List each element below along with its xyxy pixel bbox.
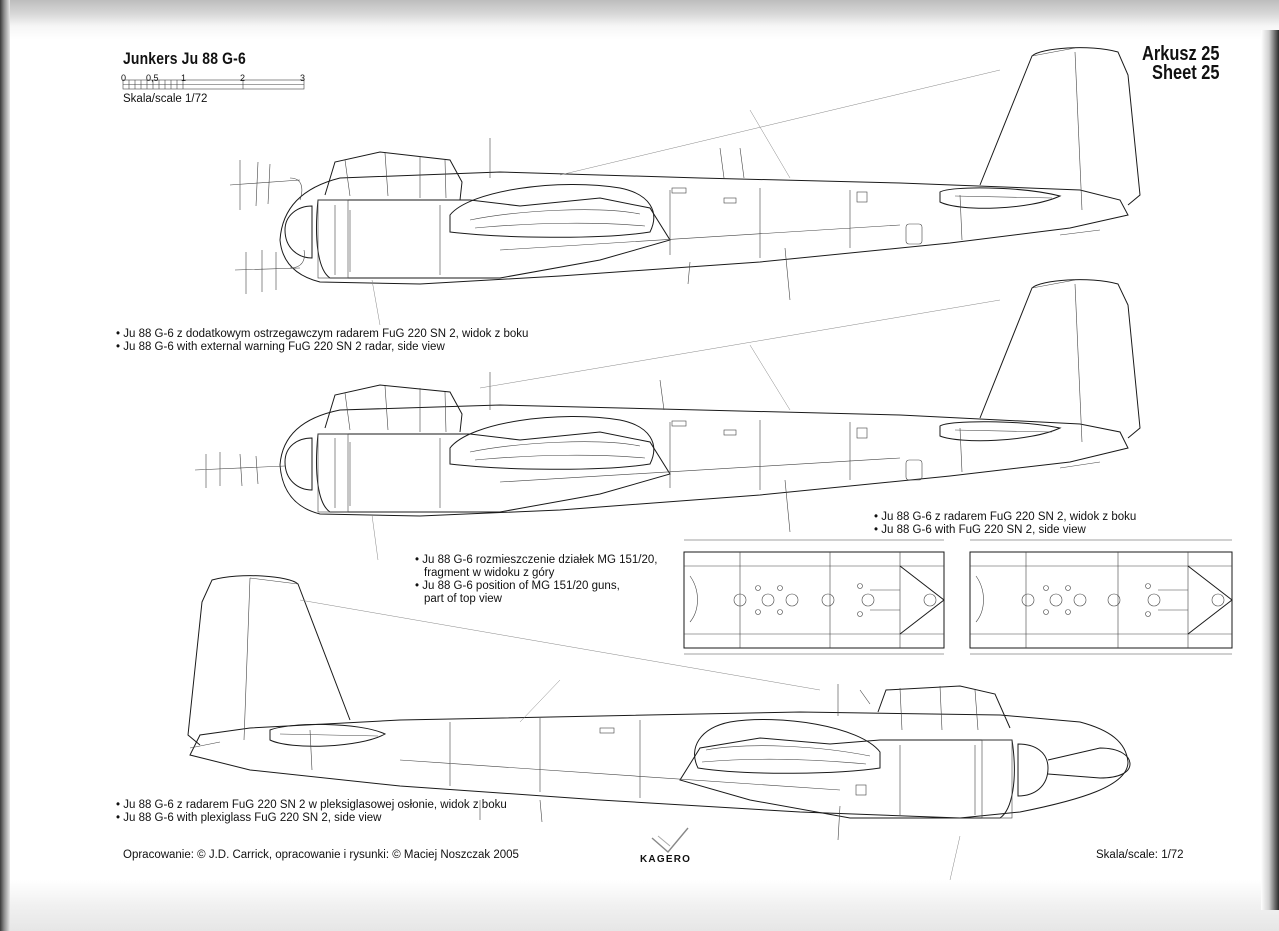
aircraft-side-view-3: [187, 575, 1131, 881]
caption-view-2-en: Ju 88 G-6 with FuG 220 SN 2, side view: [874, 524, 1136, 537]
kagero-logo-mark: [651, 827, 689, 853]
caption-detail-pl-2: fragment w widoku z góry: [424, 567, 555, 579]
page-gutter-left: [0, 0, 10, 931]
caption-view-1: Ju 88 G-6 z dodatkowym ostrzegawczym rad…: [116, 328, 528, 354]
gun-position-detail-right: [969, 539, 1233, 655]
scale-number: 1: [181, 73, 187, 83]
sheet-label-pl: Arkusz 25: [1141, 43, 1219, 65]
caption-gun-detail: Ju 88 G-6 rozmieszczenie działek MG 151/…: [415, 554, 657, 606]
caption-view-3-en: Ju 88 G-6 with plexiglass FuG 220 SN 2, …: [116, 812, 507, 825]
scale-number: 3: [300, 73, 306, 83]
scale-number: 2: [240, 73, 246, 83]
scale-bar: [122, 79, 305, 90]
caption-view-1-pl: Ju 88 G-6 z dodatkowym ostrzegawczym rad…: [116, 328, 528, 341]
publisher-logo-text: KAGERO: [640, 854, 692, 865]
gun-position-detail-left: [683, 539, 945, 655]
scale-number: 0: [121, 73, 127, 83]
sheet-number: Arkusz 25 Sheet 25: [1141, 43, 1219, 84]
aircraft-side-view-1: [229, 47, 1141, 326]
caption-detail-en-1: Ju 88 G-6 position of MG 151/20 guns,: [415, 580, 657, 593]
aircraft-side-view-2: [194, 279, 1141, 561]
scale-number: 0,5: [146, 73, 159, 83]
caption-detail-en-2: part of top view: [424, 593, 502, 605]
caption-view-1-en: Ju 88 G-6 with external warning FuG 220 …: [116, 341, 528, 354]
caption-view-3: Ju 88 G-6 z radarem FuG 220 SN 2 w pleks…: [116, 799, 507, 825]
caption-detail-pl-1: Ju 88 G-6 rozmieszczenie działek MG 151/…: [415, 554, 657, 567]
footer-credit: Opracowanie: © J.D. Carrick, opracowanie…: [123, 849, 519, 861]
scale-label: Skala/scale 1/72: [123, 93, 208, 105]
sheet-label-en: Sheet 25: [1151, 62, 1219, 84]
footer-scale: Skala/scale: 1/72: [1096, 849, 1184, 861]
caption-view-3-pl: Ju 88 G-6 z radarem FuG 220 SN 2 w pleks…: [116, 799, 507, 812]
caption-view-2-pl: Ju 88 G-6 z radarem FuG 220 SN 2, widok …: [874, 511, 1136, 524]
page-title: Junkers Ju 88 G-6: [123, 49, 246, 68]
caption-view-2: Ju 88 G-6 z radarem FuG 220 SN 2, widok …: [874, 511, 1136, 537]
page-gutter-right: [1261, 30, 1279, 910]
